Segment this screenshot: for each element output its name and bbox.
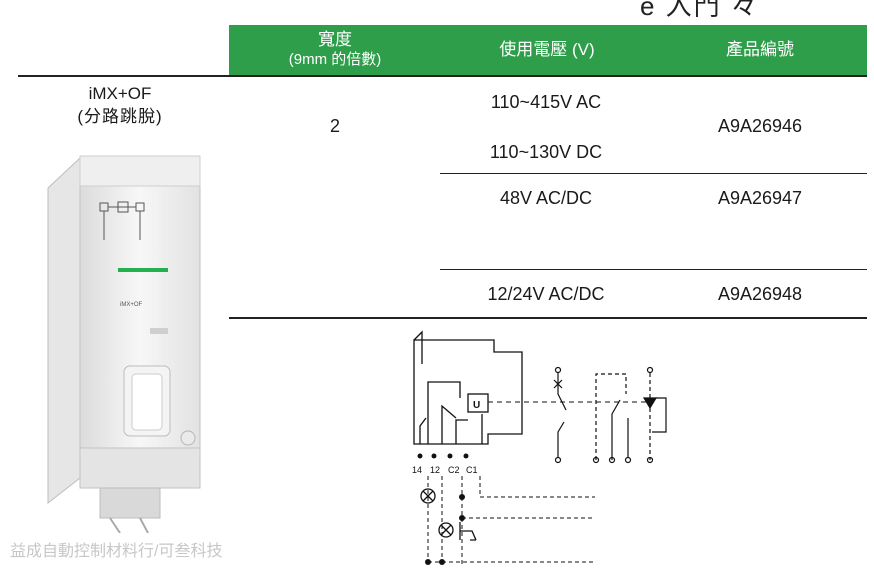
product-name-block: iMX+OF (分路跳脫)	[20, 82, 220, 128]
page-heading-partial: e 入門 々	[640, 0, 759, 21]
header-width-sub: (9mm 的倍數)	[288, 51, 382, 68]
relay-label: U	[473, 400, 480, 411]
row2-voltage: 48V AC/DC	[499, 188, 593, 208]
row1-voltage-dc: 110~130V DC	[489, 142, 603, 162]
table-header: 寬度 (9mm 的倍數) 使用電壓 (V) 產品編號	[229, 25, 867, 75]
terminal-12: 12	[430, 465, 440, 475]
header-part-number: 產品編號	[726, 40, 794, 59]
product-image: iMX+OF	[47, 155, 201, 533]
row1-part-number: A9A26946	[717, 116, 803, 136]
wiring-diagram: U 14 12 C2 C1	[412, 330, 667, 567]
product-subtitle: (分路跳脫)	[77, 107, 163, 126]
relay-box	[467, 393, 489, 413]
row-divider-1	[440, 173, 867, 174]
terminal-14: 14	[412, 465, 422, 475]
header-width: 寬度 (9mm 的倍數)	[229, 30, 441, 70]
table-bottom-rule	[229, 317, 867, 319]
row-divider-2	[440, 269, 867, 270]
device-green-stripe	[118, 268, 168, 272]
row3-voltage: 12/24V AC/DC	[487, 284, 605, 304]
watermark: 益成自動控制材料行/可叁科技	[10, 543, 223, 560]
terminal-c2: C2	[448, 465, 460, 475]
terminal-c1: C1	[466, 465, 478, 475]
header-bottom-rule	[18, 75, 867, 77]
row2-part-number: A9A26947	[717, 188, 803, 208]
device-label: iMX+OF	[120, 302, 143, 308]
header-voltage: 使用電壓 (V)	[499, 40, 595, 59]
product-name: iMX+OF	[88, 84, 152, 103]
row1-voltage-ac: 110~415V AC	[490, 92, 602, 112]
width-value: 2	[329, 116, 340, 136]
header-width-title: 寬度	[318, 30, 352, 49]
row3-part-number: A9A26948	[717, 284, 803, 304]
